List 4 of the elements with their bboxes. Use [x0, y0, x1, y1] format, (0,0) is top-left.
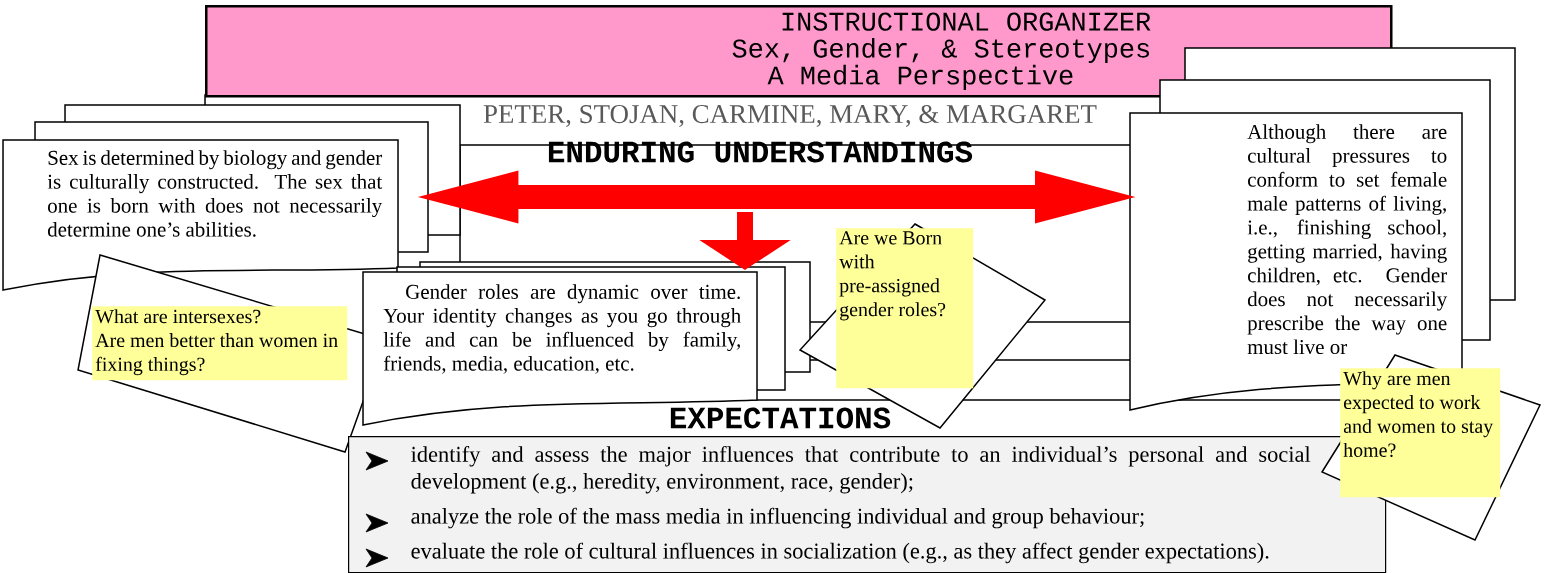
author-names: PETER, STOJAN, CARMINE, MARY, & MARGARET	[483, 105, 1097, 127]
section-heading: ENDURING UNDERSTANDINGS	[548, 141, 973, 163]
text-card: Sex is determined by biology and gender is culturally constructed. The sex that one is born with does not necessarily determine one’s abilities.	[2, 139, 399, 291]
title-banner: INSTRUCTIONAL ORGANIZER Sex, Gender, & Stereotypes A Media Perspective	[205, 5, 1393, 98]
